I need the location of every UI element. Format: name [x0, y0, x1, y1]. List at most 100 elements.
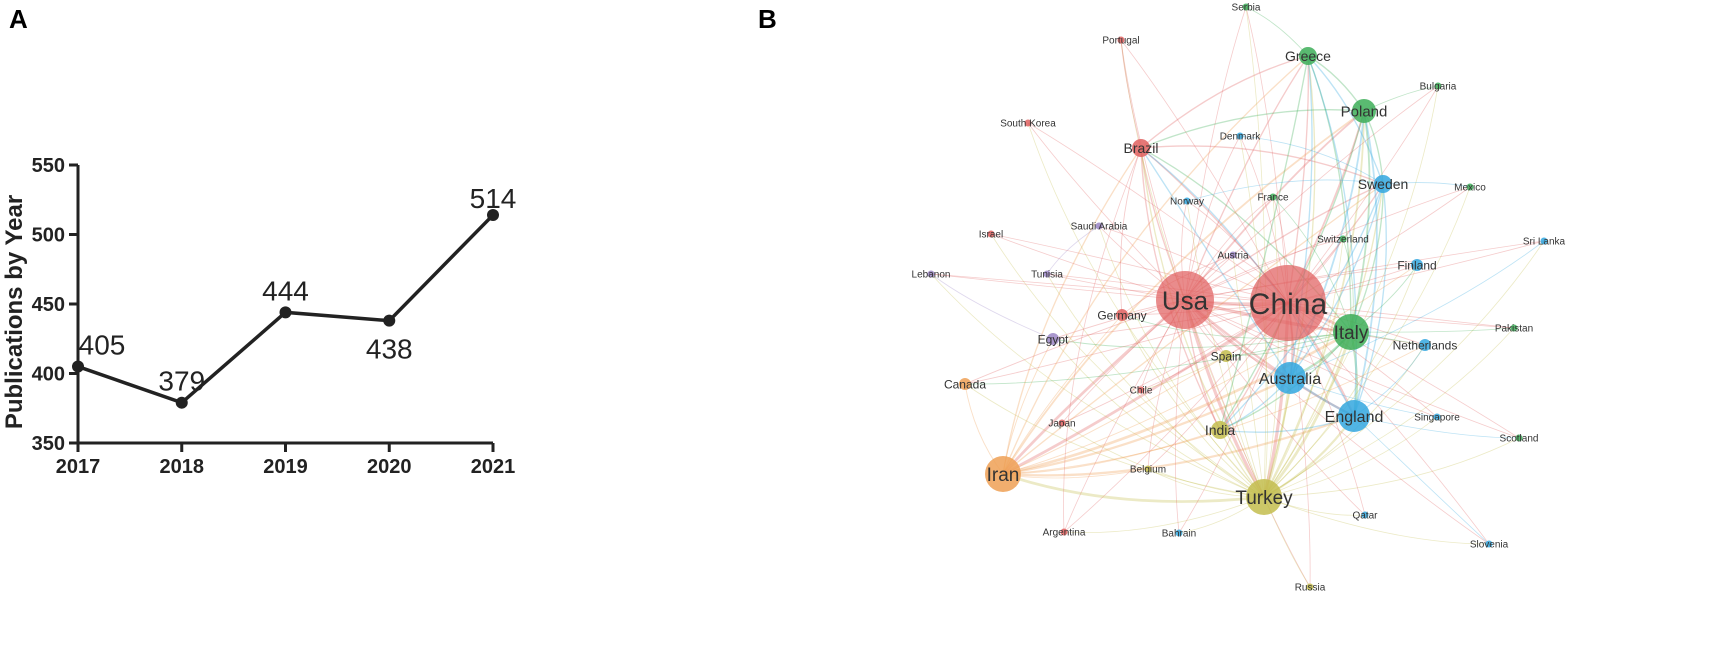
network-edge — [1245, 6, 1267, 498]
network-node — [1419, 339, 1431, 351]
network-node-label: China — [1249, 288, 1328, 321]
network-node-label: Bahrain — [1162, 529, 1196, 540]
network-edge — [1121, 314, 1352, 339]
network-node — [1485, 540, 1493, 548]
network-edge — [1140, 109, 1365, 149]
network-edge — [1239, 135, 1268, 498]
network-edge — [1184, 299, 1355, 418]
x-tick-label: 2018 — [160, 456, 205, 478]
network-node — [1434, 82, 1442, 90]
network-edge — [1289, 110, 1365, 379]
network-edge — [930, 273, 1289, 304]
network-node-label: Switzerland — [1317, 235, 1369, 246]
network-node — [1117, 36, 1125, 44]
network-node — [1060, 528, 1068, 536]
network-node — [1175, 529, 1183, 537]
network-node — [1220, 350, 1232, 362]
network-edge — [1052, 338, 1265, 498]
network-node-label: Mexico — [1454, 183, 1486, 194]
network-node-label: Belgium — [1130, 465, 1166, 476]
network-edge — [1121, 314, 1265, 498]
network-node — [1242, 3, 1250, 11]
network-node-label: Turkey — [1235, 488, 1293, 509]
network-edge — [1184, 299, 1490, 545]
network-node-label: Tunisia — [1031, 270, 1063, 281]
network-edge — [1184, 299, 1438, 418]
network-node-label: India — [1205, 422, 1236, 438]
network-node-label: Russia — [1295, 583, 1326, 594]
network-node-label: England — [1325, 409, 1384, 426]
network-node-label: Spain — [1211, 349, 1242, 363]
network-edge — [1262, 331, 1353, 498]
network-node — [1095, 222, 1103, 230]
network-edge — [1263, 196, 1279, 498]
network-edge — [990, 233, 1289, 304]
network-node — [987, 230, 995, 238]
network-edge — [1046, 273, 1265, 498]
network-edge — [1184, 240, 1545, 301]
network-node — [1352, 99, 1376, 123]
network-node-label: Australia — [1259, 371, 1321, 388]
network-edge — [1263, 110, 1365, 498]
network-node-label: Iran — [987, 465, 1020, 486]
y-tick-label: 400 — [32, 364, 65, 386]
network-node-label: Sri Lanka — [1523, 237, 1566, 248]
network-edge — [964, 383, 1265, 498]
network-node-label: Chile — [1130, 386, 1153, 397]
network-node-label: Serbia — [1232, 3, 1261, 14]
network-node-label: Poland — [1341, 103, 1388, 120]
network-node — [1058, 419, 1066, 427]
network-edge — [1289, 240, 1545, 379]
network-edge — [1184, 186, 1471, 301]
network-edge — [1307, 55, 1384, 185]
network-edge — [1052, 331, 1352, 349]
network-node-label: Saudi Arabia — [1071, 222, 1128, 233]
network-edge — [1140, 55, 1309, 149]
network-node — [1024, 119, 1032, 127]
network-edge — [1002, 330, 1352, 476]
network-node — [1229, 251, 1237, 259]
network-node-label: Argentina — [1043, 528, 1086, 539]
network-edge — [1245, 6, 1289, 304]
network-edge — [1063, 302, 1289, 533]
x-tick-label: 2020 — [367, 456, 412, 478]
network-node-label: Norway — [1170, 197, 1204, 208]
network-edge — [1002, 301, 1289, 476]
network-node — [1137, 386, 1145, 394]
network-node — [1132, 139, 1150, 157]
network-edge — [1263, 85, 1439, 498]
network-edge — [1263, 416, 1438, 498]
network-edge — [1002, 298, 1186, 475]
data-label: 379 — [158, 366, 205, 397]
network-edge — [1119, 147, 1142, 316]
network-edge — [1263, 186, 1471, 498]
network-node — [1338, 400, 1370, 432]
network-node-label: Singapore — [1414, 413, 1460, 424]
network-node — [1183, 197, 1191, 205]
network-edge — [1140, 147, 1291, 379]
network-edge — [1002, 264, 1418, 475]
network-node-label: Netherlands — [1393, 338, 1458, 352]
network-node — [1043, 270, 1051, 278]
network-node — [1361, 511, 1369, 519]
data-label: 444 — [262, 275, 309, 306]
network-edge — [1232, 254, 1265, 498]
network-edge — [964, 302, 1289, 385]
network-node-label: Slovenia — [1470, 540, 1509, 551]
x-tick-label: 2017 — [56, 456, 101, 478]
network-node-label: Canada — [944, 377, 986, 391]
network-edge — [1263, 55, 1316, 498]
network-edge — [1184, 299, 1515, 329]
network-node-label: Finland — [1397, 258, 1436, 272]
network-node-label: Sweden — [1358, 176, 1409, 192]
network-node-label: Greece — [1285, 48, 1331, 64]
network-edge — [1120, 39, 1142, 149]
data-point — [487, 209, 499, 222]
network-node — [1156, 271, 1214, 329]
network-node-label: Qatar — [1352, 511, 1378, 522]
network-edge — [1183, 299, 1266, 498]
data-point — [279, 306, 292, 319]
network-edge — [1186, 179, 1384, 202]
data-point — [383, 314, 396, 327]
